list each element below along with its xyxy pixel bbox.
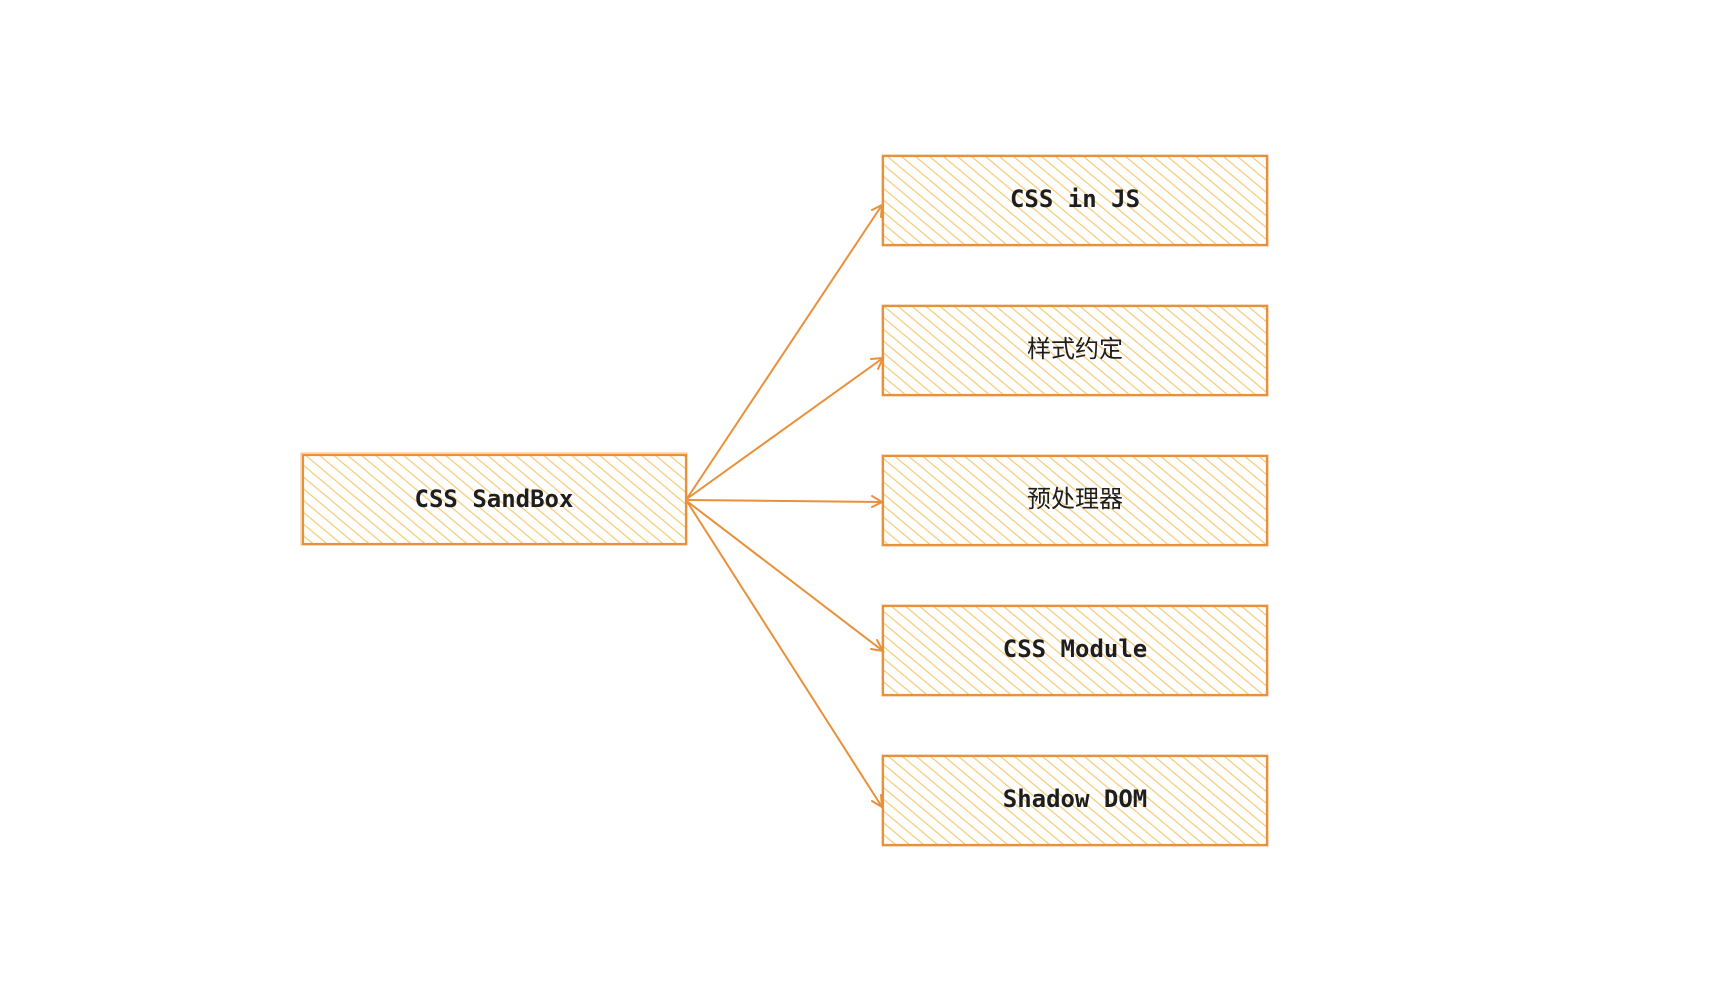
node-shadow-dom-label: Shadow DOM bbox=[1003, 785, 1148, 813]
node-css-in-js-sketch-stroke bbox=[881, 154, 1269, 247]
arrows bbox=[687, 203, 885, 809]
node-style-convention[interactable]: 样式约定 bbox=[881, 304, 1269, 397]
node-shadow-dom-box bbox=[881, 754, 1269, 847]
node-css-module[interactable]: CSS Module bbox=[881, 604, 1269, 697]
node-css-in-js-box bbox=[881, 154, 1269, 247]
node-preprocessor[interactable]: 预处理器 bbox=[881, 454, 1269, 547]
node-css-in-js[interactable]: CSS in JS bbox=[881, 154, 1269, 247]
arrow-to-css-module bbox=[687, 501, 885, 653]
node-style-convention-box bbox=[881, 304, 1269, 397]
arrow-to-shadow-dom bbox=[687, 502, 884, 809]
node-preprocessor-box bbox=[881, 454, 1269, 547]
node-style-convention-label: 样式约定 bbox=[1027, 335, 1123, 363]
node-css-module-box bbox=[881, 604, 1269, 697]
arrow-to-preprocessor bbox=[687, 495, 885, 508]
node-shadow-dom-sketch-stroke bbox=[881, 754, 1269, 847]
node-css-module-label: CSS Module bbox=[1003, 635, 1148, 663]
node-css-in-js-label: CSS in JS bbox=[1010, 185, 1140, 213]
node-css-sandbox-label: CSS SandBox bbox=[415, 485, 574, 513]
node-preprocessor-label: 预处理器 bbox=[1027, 485, 1123, 513]
node-css-sandbox[interactable]: CSS SandBox bbox=[300, 452, 688, 546]
arrow-to-css-in-js bbox=[687, 203, 884, 498]
node-css-sandbox-box bbox=[301, 453, 688, 546]
node-style-convention-sketch-stroke bbox=[881, 304, 1269, 397]
node-css-sandbox-sketch-stroke bbox=[300, 452, 688, 546]
arrow-to-style-convention bbox=[687, 356, 885, 499]
node-shadow-dom[interactable]: Shadow DOM bbox=[881, 754, 1269, 847]
node-css-module-sketch-stroke bbox=[881, 604, 1269, 697]
node-preprocessor-sketch-stroke bbox=[881, 454, 1269, 547]
